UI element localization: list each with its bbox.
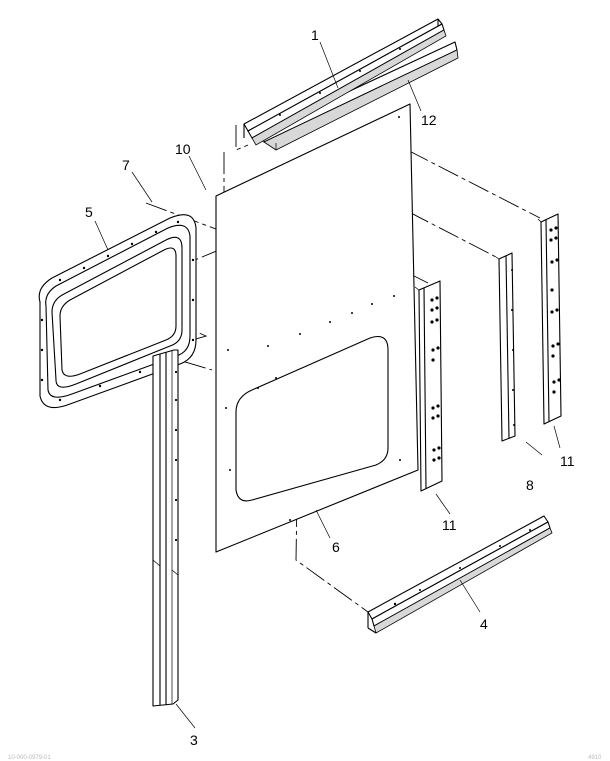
callout-1: 1 — [311, 27, 319, 43]
callout-5: 5 — [85, 204, 93, 220]
sill-rail-part-4 — [367, 515, 553, 634]
rail-part-12 — [261, 41, 459, 151]
panel-rivets — [225, 116, 401, 521]
footer-page-code: 4910 — [588, 755, 602, 761]
callout-7: 7 — [122, 157, 130, 173]
footer-figure-code: 10-000-0979-01 — [8, 755, 51, 761]
callout-labels: 1 12 7 10 5 8 11 11 6 4 3 — [85, 27, 575, 748]
callout-3: 3 — [190, 732, 198, 748]
panel-part-6 — [215, 103, 419, 553]
callout-11-left: 11 — [442, 517, 457, 533]
callout-12: 12 — [421, 112, 437, 128]
callout-4: 4 — [480, 616, 488, 632]
rail-part-1 — [243, 18, 447, 146]
stiffener-part-11-right — [537, 213, 562, 425]
stiffener-part-8 — [495, 252, 516, 442]
callout-11-right: 11 — [560, 453, 575, 469]
post-part-3 — [152, 349, 179, 707]
callout-10: 10 — [175, 141, 191, 157]
callout-8: 8 — [526, 477, 534, 493]
stiffener-part-11-left — [414, 280, 443, 492]
callout-leaders — [94, 41, 561, 729]
callout-6: 6 — [332, 539, 340, 555]
